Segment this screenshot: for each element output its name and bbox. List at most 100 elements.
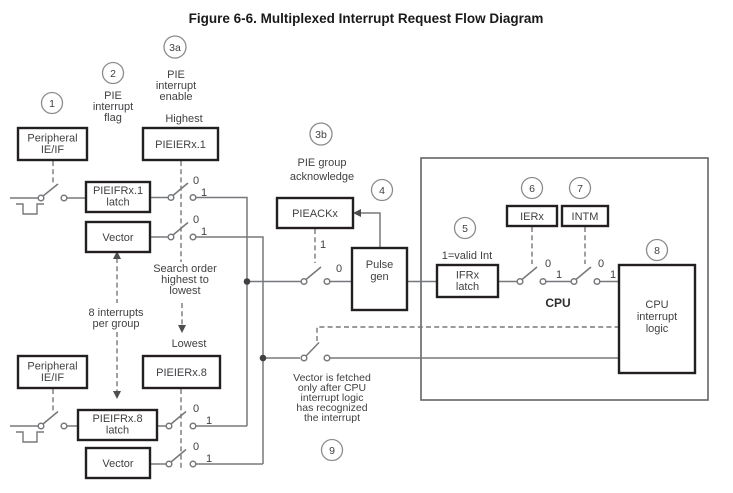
box-label: latch — [106, 425, 129, 437]
switch-0-label: 0 — [545, 258, 551, 270]
switch-1-label: 1 — [206, 415, 212, 427]
badge-number: 6 — [529, 183, 535, 195]
pie-interrupt-enable-label: enable — [159, 91, 192, 103]
pulse-gen-box — [350, 246, 409, 312]
cpu-label: CPU — [545, 296, 570, 310]
arrowheads — [113, 209, 361, 399]
search-order-label: lowest — [169, 285, 200, 297]
pie-interrupt-flag-label: interrupt — [93, 101, 133, 113]
switch-pieier1-vector — [167, 221, 197, 241]
badge-6: 6 — [520, 176, 544, 200]
highest-label: Highest — [165, 113, 202, 125]
switch-input8 — [37, 410, 68, 430]
peripheral-ieif-top-box — [16, 126, 89, 162]
box-label: latch — [106, 197, 129, 209]
lowest-label: Lowest — [172, 338, 207, 350]
badge-number: 1 — [49, 98, 55, 110]
pieierx8-box — [141, 354, 222, 390]
box-label: latch — [456, 281, 479, 293]
junction-dot-vector-bus — [259, 354, 267, 362]
pieifrx1-latch-box — [84, 180, 152, 214]
switch-1-label: 1 — [610, 269, 616, 281]
badge-4: 4 — [370, 178, 394, 202]
vector-fetch-note: the interrupt — [304, 412, 360, 424]
pie-group-ack-label: PIE group — [298, 157, 347, 169]
switch-0-label: 0 — [193, 214, 199, 226]
ifrx-latch-box — [435, 263, 500, 299]
switch-pieier1-latch — [167, 182, 197, 202]
wire-int-bus — [196, 196, 248, 426]
switch-pieier8-vector — [165, 448, 197, 468]
search-order-label: Search order — [153, 263, 217, 275]
badge-number: 2 — [110, 68, 116, 80]
solid-wires — [10, 196, 619, 465]
pieifrx8-latch-box — [76, 408, 159, 442]
badge-5: 5 — [453, 216, 477, 240]
badge-number: 7 — [577, 183, 583, 195]
switch-0-label: 0 — [598, 258, 604, 270]
ierx-box — [505, 204, 559, 228]
arrow-group-down — [113, 391, 121, 399]
pieierx1-box — [141, 126, 220, 162]
box-label: IE/IF — [41, 144, 65, 156]
switch-intm — [570, 266, 601, 286]
eight-interrupts-label: 8 interrupts — [88, 307, 144, 319]
badge-3a: 3a — [163, 35, 187, 59]
cpu-interrupt-logic-box — [617, 263, 697, 375]
numbered-badges: 1 2 3a 3b 4 5 6 7 — [40, 35, 669, 462]
switch-vector-fetch — [300, 341, 331, 362]
cpu-boundary-box — [420, 157, 709, 401]
box-label: PIEIERx.8 — [156, 367, 207, 379]
box-label: Pulse — [366, 259, 394, 271]
box-label: IE/IF — [41, 372, 65, 384]
pie-interrupt-flag-label: PIE — [104, 90, 122, 102]
vector-bottom-box — [84, 446, 152, 480]
box-label: PIEIFRx.1 — [93, 185, 143, 197]
box-label: PIEIERx.1 — [155, 139, 206, 151]
intm-box — [560, 204, 610, 228]
vector-fetch-note: interrupt logic — [300, 392, 363, 404]
search-order-label: highest to — [161, 274, 209, 286]
pie-interrupt-enable-label: interrupt — [156, 80, 196, 92]
switch-position-labels: 0 1 0 1 1 0 0 1 0 1 0 1 0 1 — [193, 175, 616, 465]
switch-1-label: 1 — [556, 269, 562, 281]
badge-7: 7 — [568, 176, 592, 200]
falling-pulse-icon — [16, 431, 44, 443]
badge-number: 5 — [462, 223, 468, 235]
badge-1: 1 — [40, 91, 64, 115]
badge-2: 2 — [101, 61, 125, 85]
arrow-into-pieack — [353, 209, 361, 217]
switch-0-label: 0 — [193, 403, 199, 415]
pie-interrupt-flag-label: flag — [104, 112, 122, 124]
box-label: gen — [370, 271, 388, 283]
switch-1-label: 1 — [206, 453, 212, 465]
box-label: logic — [646, 323, 669, 335]
box-label: PIEACKx — [292, 208, 338, 220]
switch-ierx — [516, 266, 547, 286]
vector-fetch-note: has recognized — [296, 402, 367, 414]
switch-1-label: 1 — [201, 187, 207, 199]
vector-fetch-note: only after CPU — [298, 382, 366, 394]
pie-interrupt-enable-label: PIE — [167, 69, 185, 81]
box-label: Peripheral — [27, 361, 77, 373]
badge-number: 8 — [654, 245, 660, 257]
eight-interrupts-label: per group — [92, 318, 139, 330]
box-label: IERx — [520, 211, 544, 223]
badge-3b: 3b — [309, 122, 333, 146]
wire-vector-bus — [196, 236, 264, 464]
switch-input1 — [37, 183, 68, 202]
vector-fetch-note: Vector is fetched — [293, 372, 371, 384]
box-label: Peripheral — [27, 133, 77, 145]
badge-number: 9 — [329, 445, 335, 457]
arrow-searchorder-down — [178, 325, 186, 333]
vector-top-box — [84, 220, 152, 254]
switch-1-label: 1 — [320, 239, 326, 251]
boxes: Peripheral IE/IF PIEIERx.1 PIEIFRx.1 lat… — [16, 126, 697, 480]
switch-0-label: 0 — [336, 263, 342, 275]
box-label: IFRx — [456, 270, 480, 282]
switch-0-label: 0 — [193, 175, 199, 187]
falling-pulse-icon — [16, 203, 44, 215]
dash-cpulogic-vectorfetch — [316, 326, 619, 341]
